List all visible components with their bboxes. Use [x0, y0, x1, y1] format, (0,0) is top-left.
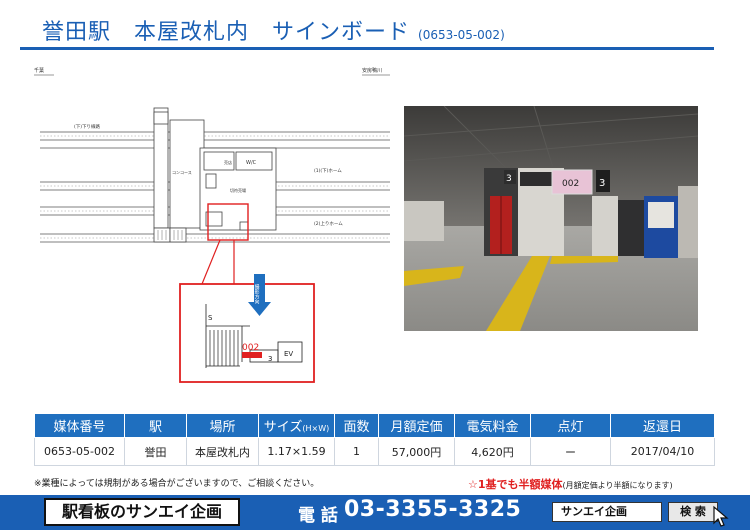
map-label-platform-2: (2)上りホーム [314, 220, 343, 227]
header-count: 面数 [334, 413, 379, 438]
table-row: 0653-05-002 誉田 本屋改札内 1.17×1.59 1 57,000円… [34, 437, 715, 466]
tactile-paving-center [486, 256, 550, 331]
spec-table: 媒体番号 駅 場所 サイズ(H×W) 面数 月額定価 電気料金 点灯 返還日 0… [34, 413, 715, 466]
sign-marker [242, 352, 262, 358]
search-input[interactable]: サンエイ企画 [552, 502, 662, 522]
phone-number[interactable]: 03-3355-3325 [344, 497, 522, 522]
vending-machine-1 [618, 200, 644, 256]
header-location: 場所 [186, 413, 259, 438]
cell-size: 1.17×1.59 [258, 437, 335, 466]
cell-monthly-price: 57,000円 [378, 437, 455, 466]
location-photo: 3 002 3 [404, 106, 698, 331]
half-price-note: ☆1基でも半額媒体(月額定価より半額になります) [468, 476, 673, 492]
half-price-detail: (月額定価より半額になります) [562, 481, 673, 490]
map-label-platform-1: (1)(下)ホーム [314, 168, 342, 174]
photo-sign-3-right: 3 [599, 178, 605, 189]
tactile-paving-right [550, 256, 618, 264]
cell-location: 本屋改札内 [186, 437, 259, 466]
cell-count: 1 [334, 437, 379, 466]
regulation-note: ※業種によっては規制がある場合がございますので、ご相談ください。 [34, 479, 320, 489]
tactile-paving-left [404, 266, 464, 286]
company-logo[interactable]: 駅看板のサンエイ企画 [44, 498, 240, 526]
inset-label-3: 3 [268, 355, 272, 363]
table-header-row: 媒体番号 駅 場所 サイズ(H×W) 面数 月額定価 電気料金 点灯 返還日 [34, 413, 715, 438]
header-size-label: サイズ [263, 420, 303, 435]
header-media-number: 媒体番号 [34, 413, 125, 438]
inset-label-s: S [208, 314, 213, 322]
map-label-concourse: コンコース [172, 170, 192, 175]
cell-media-number: 0653-05-002 [34, 437, 125, 466]
cell-lighting: ー [530, 437, 611, 466]
header-size: サイズ(H×W) [258, 413, 335, 438]
title-text: 誉田駅 本屋改札内 サインボード [42, 20, 411, 45]
cell-station: 誉田 [124, 437, 187, 466]
map-label-shop: 売店 [224, 159, 232, 165]
map-label-left: 千葉 [34, 67, 44, 74]
footer: 駅看板のサンエイ企画 電 話 03-3355-3325 サンエイ企画 検 索 [0, 495, 750, 530]
map-label-wc: W/C [246, 160, 257, 166]
map-label-ticket: 切符売場 [230, 187, 246, 193]
cell-return-date: 2017/04/10 [610, 437, 715, 466]
photo-sign-3-left: 3 [506, 174, 512, 184]
location-highlight [207, 203, 249, 241]
map-inset [179, 283, 315, 383]
header-station: 駅 [124, 413, 187, 438]
map-label-down-line: (下)下り線路 [74, 123, 101, 130]
inset-label-ev: EV [284, 350, 293, 358]
station-map: 千葉 安房鴨川 (下)下り線路 (1)(下)ホーム (2)上りホーム [28, 62, 400, 392]
cursor-icon [713, 505, 729, 527]
header-electricity: 電気料金 [454, 413, 531, 438]
signboard-code: 002 [562, 179, 579, 189]
cell-electricity: 4,620円 [454, 437, 531, 466]
page-title: 誉田駅 本屋改札内 サインボード (0653-05-002) [42, 14, 505, 46]
inset-sign-code: 002 [242, 343, 259, 353]
title-bar: 誉田駅 本屋改札内 サインボード (0653-05-002) [20, 14, 714, 50]
title-code: (0653-05-002) [418, 28, 505, 42]
header-size-unit: (H×W) [302, 424, 330, 433]
phone-label: 電 話 [298, 506, 338, 526]
header-return-date: 返還日 [610, 413, 715, 438]
half-price-label: ☆1基でも半額媒体 [468, 478, 563, 491]
map-label-right: 安房鴨川 [362, 67, 382, 74]
arrow-label: 撮影方向 [254, 283, 260, 304]
header-lighting: 点灯 [530, 413, 611, 438]
signboard-panel [551, 169, 593, 195]
photo-direction-arrow: 撮影方向 [248, 274, 271, 316]
search-button[interactable]: 検 索 [668, 502, 718, 522]
header-monthly-price: 月額定価 [378, 413, 455, 438]
